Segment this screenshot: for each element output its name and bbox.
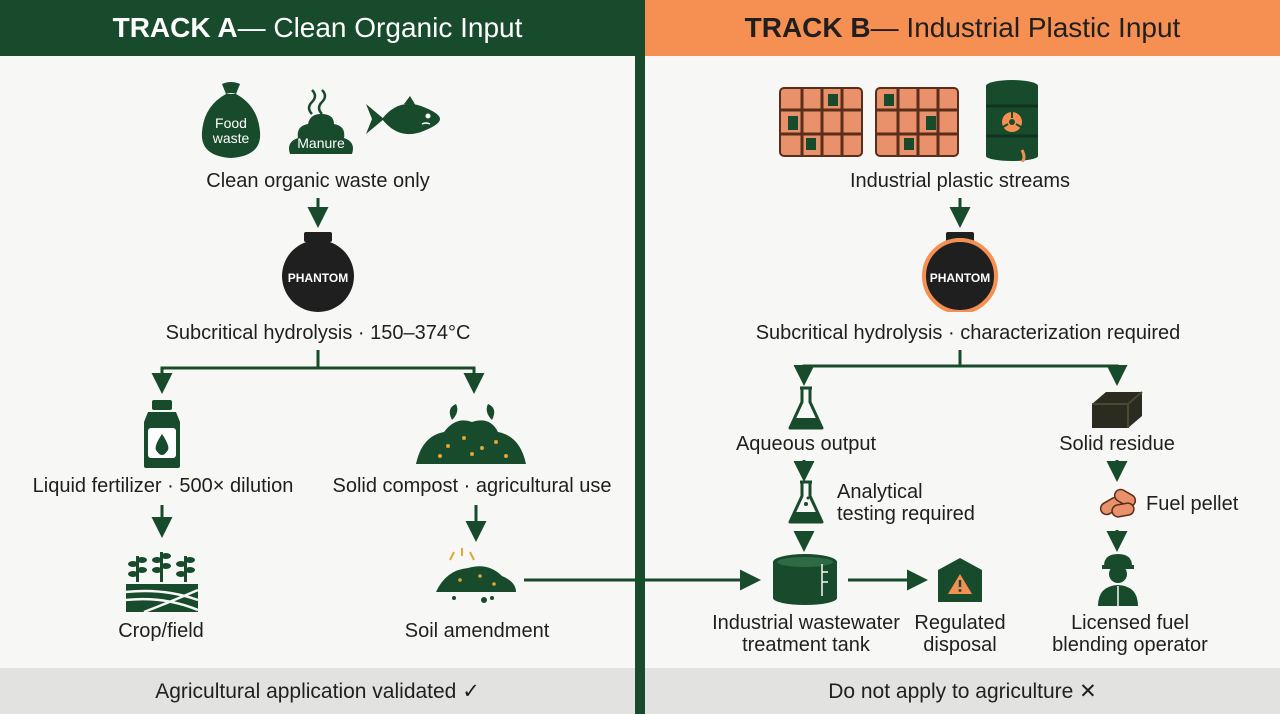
reactor-icon-a: PHANTOM [282,232,354,312]
soil-icon [436,548,516,603]
bottle-icon [144,400,180,468]
track-b-footer: Do not apply to agriculture ✕ [645,668,1280,714]
liquid-fertilizer-label: Liquid fertilizer · 500× dilution [32,475,294,497]
track-a-process-label: Subcritical hydrolysis · 150–374°C [165,322,471,344]
tank-label-line1: Industrial wastewater [712,612,900,634]
treatment-tank-icon [773,554,837,605]
flask-icon-aqueous [788,386,824,430]
track-b-title-bold: TRACK B [744,12,871,43]
solid-residue-label: Solid residue [1059,433,1175,455]
track-a-footer: Agricultural application validated ✓ [0,668,635,714]
hazard-barrel-icon [986,80,1038,162]
fuel-pellet-label: Fuel pellet [1146,493,1239,515]
analytical-testing-line1: Analytical [837,481,923,503]
warning-container-icon [938,558,982,602]
track-a-input-label: Clean organic waste only [206,170,430,192]
bag-label-line2: waste [212,130,250,146]
track-a-title-rest: — Clean Organic Input [237,12,523,43]
solid-compost-label: Solid compost · agricultural use [332,475,612,497]
food-waste-bag-icon: Food waste [201,82,261,158]
bag-label-line1: Food [215,115,247,131]
solid-block-icon [1092,391,1143,428]
arrow-to-solid-branch [318,366,476,388]
arrow-to-liquid [151,350,320,394]
tank-label-line2: treatment tank [742,634,870,656]
aqueous-output-label: Aqueous output [735,433,877,455]
plastic-bale-icon-2 [875,87,959,157]
disposal-label-line2: disposal [923,634,997,656]
crop-field-label: Crop/field [118,620,204,642]
track-a-header: TRACK A — Clean Organic Input [0,0,635,56]
analytical-testing-line2: testing required [837,503,975,525]
flask-icon-testing [788,480,824,524]
fish-icon [366,96,440,135]
reactor-icon-b: PHANTOM [922,232,998,312]
track-a-title-bold: TRACK A [112,12,238,43]
compost-pile-icon [416,404,526,464]
disposal-label-line1: Regulated [914,612,1006,634]
soil-amendment-label: Soil amendment [404,620,550,642]
manure-icon: Manure [289,89,353,154]
fuel-pellet-icon [1099,488,1137,518]
track-divider [635,0,645,714]
plastic-bale-icon-1 [779,87,863,157]
manure-label: Manure [297,135,345,151]
track-b-input-label: Industrial plastic streams [849,170,1071,192]
operator-label-line2: blending operator [1052,634,1208,656]
arrow-to-aqueous [793,350,962,386]
operator-label-line1: Licensed fuel [1071,612,1189,634]
track-b-process-label: Subcritical hydrolysis · characterizatio… [755,322,1181,344]
track-b-header: TRACK B — Industrial Plastic Input [645,0,1280,56]
crop-field-icon [125,552,199,614]
reactor-a-label: PHANTOM [288,271,348,285]
operator-icon [1098,554,1138,606]
arrow-to-residue [960,364,1128,386]
reactor-b-label: PHANTOM [930,271,990,285]
track-b-title-rest: — Industrial Plastic Input [870,12,1181,43]
